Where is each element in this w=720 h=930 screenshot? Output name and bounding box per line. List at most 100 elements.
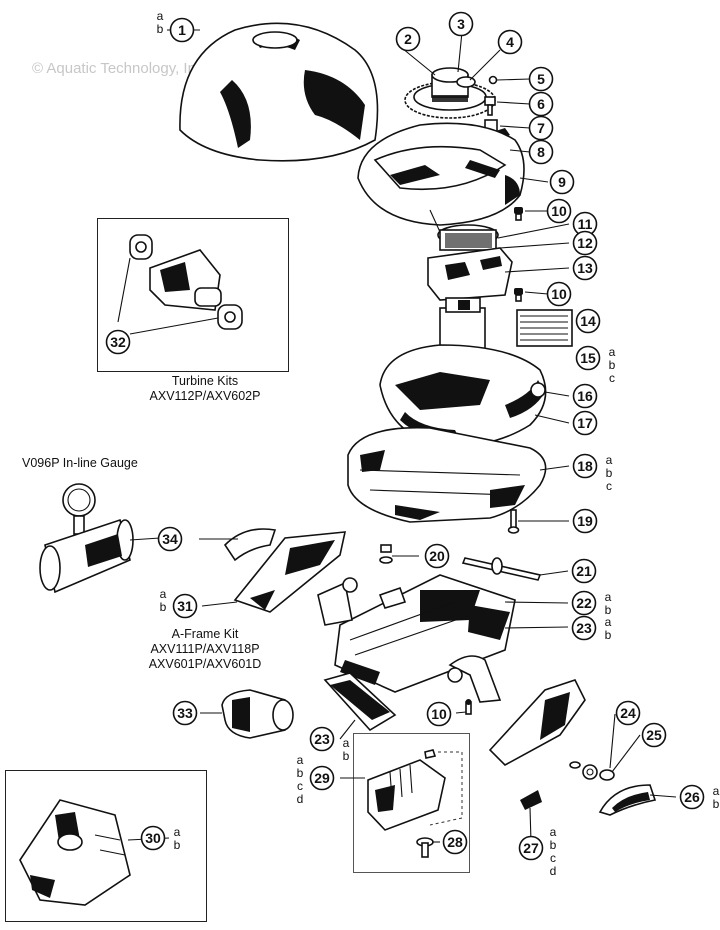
callout-number: 31 bbox=[177, 598, 193, 614]
callout-circle bbox=[448, 11, 474, 37]
callout-circle bbox=[172, 700, 198, 726]
callout-variant-letter: a bbox=[550, 825, 557, 839]
callout-variant-letter: a bbox=[713, 784, 720, 798]
callout-circle bbox=[528, 139, 554, 165]
callout-variant-letter: b bbox=[606, 466, 613, 480]
callout-circle bbox=[571, 615, 597, 641]
bolt-6 bbox=[484, 96, 496, 116]
callout-number: 3 bbox=[457, 16, 465, 32]
callout-circle bbox=[546, 198, 572, 224]
callout-10: 10 bbox=[426, 701, 452, 727]
callout-number: 18 bbox=[577, 458, 593, 474]
callout-number: 8 bbox=[537, 144, 545, 160]
screw-10-mid bbox=[514, 288, 523, 302]
callout-number: 22 bbox=[576, 595, 592, 611]
callout-circle bbox=[528, 91, 554, 117]
turbine-kit-inset bbox=[97, 218, 289, 372]
top-cover-part bbox=[179, 22, 379, 162]
callout-9: 9 bbox=[549, 169, 575, 195]
callout-33: 33 bbox=[172, 700, 198, 726]
callout-variant-letter: a bbox=[605, 590, 612, 604]
callout-8: 8 bbox=[528, 139, 554, 165]
callout-variant-letter: b bbox=[343, 749, 350, 763]
turbine-kit-caption-line-1: Turbine Kits bbox=[171, 374, 239, 388]
turbine-rotor-part bbox=[117, 234, 243, 335]
callout-variant-letter: b bbox=[157, 22, 164, 36]
callout-circle bbox=[442, 829, 468, 855]
callout-circle bbox=[528, 66, 554, 92]
aframe-kit-part bbox=[223, 528, 347, 613]
callout-number: 19 bbox=[577, 513, 593, 529]
callout-variant-letter: c bbox=[297, 779, 303, 793]
callout-number: 34 bbox=[162, 531, 178, 547]
callout-variant-letter: d bbox=[297, 792, 304, 806]
base-plate-part bbox=[347, 426, 547, 523]
callout-number: 11 bbox=[578, 216, 593, 232]
callout-7: 7 bbox=[528, 115, 554, 141]
callout-14: 14 bbox=[575, 308, 601, 334]
callout-34: 34 bbox=[157, 526, 183, 552]
callout-10: 10 bbox=[546, 198, 572, 224]
hose-cuff-part bbox=[200, 689, 294, 739]
callout-variant-letter: b bbox=[605, 603, 612, 617]
callout-number: 12 bbox=[577, 235, 593, 251]
gearbox-housing-part bbox=[357, 122, 525, 233]
main-body-part bbox=[379, 344, 547, 447]
callout-21: 21 bbox=[571, 558, 597, 584]
callout-variant-letter: c bbox=[609, 371, 615, 385]
callout-variant-letter: c bbox=[550, 851, 556, 865]
aframe-right-part bbox=[447, 655, 586, 766]
aframe-kit-caption: A-Frame Kit AXV111P/AXV118P AXV601P/AXV6… bbox=[135, 627, 275, 672]
callout-variant-letter: a bbox=[157, 9, 164, 23]
callout-variant-letter: d bbox=[550, 864, 557, 878]
callout-circle bbox=[140, 825, 166, 851]
callout-circle bbox=[575, 308, 601, 334]
callout-circle bbox=[157, 526, 183, 552]
callout-circle bbox=[528, 115, 554, 141]
callout-variant-letter: a bbox=[174, 825, 181, 839]
screw-19 bbox=[507, 509, 520, 534]
callout-circle bbox=[615, 700, 641, 726]
callout-variant-letter: b bbox=[160, 600, 167, 614]
copyright-watermark: © Aquatic Technology, Inc. bbox=[32, 60, 208, 77]
screw-10-top bbox=[514, 207, 523, 221]
callout-number: 2 bbox=[404, 31, 412, 47]
wing-26 bbox=[598, 784, 657, 816]
callout-variant-letter: c bbox=[606, 479, 612, 493]
screw-10-bottom bbox=[465, 699, 472, 715]
callout-variant-letter: b bbox=[713, 797, 720, 811]
callout-32: 32 bbox=[105, 329, 131, 355]
callout-28: 28 bbox=[442, 829, 468, 855]
callout-4: 4 bbox=[497, 29, 523, 55]
callout-5: 5 bbox=[528, 66, 554, 92]
callout-circle bbox=[172, 593, 198, 619]
callout-variant-letter: b bbox=[297, 766, 304, 780]
callout-circle bbox=[426, 701, 452, 727]
callout-circle bbox=[572, 383, 598, 409]
gear-assembly-part bbox=[404, 67, 496, 119]
callout-number: 23 bbox=[576, 620, 592, 636]
callout-number: 9 bbox=[558, 174, 566, 190]
callout-12: 12 bbox=[572, 230, 598, 256]
callout-16: 16 bbox=[572, 383, 598, 409]
callout-variant-letter: b bbox=[605, 628, 612, 642]
callout-variant-letter: b bbox=[174, 838, 181, 852]
callout-circle bbox=[518, 835, 544, 861]
washer-24 bbox=[569, 761, 598, 780]
callout-number: 27 bbox=[523, 840, 539, 856]
aframe-kit-caption-line-3: AXV601P/AXV601D bbox=[148, 657, 262, 671]
turbine-kit-caption: Turbine Kits AXV112P/AXV602P bbox=[120, 374, 290, 404]
callout-variant-letter: b bbox=[609, 358, 616, 372]
callout-number: 14 bbox=[580, 313, 596, 329]
callout-11: 11 bbox=[572, 211, 598, 237]
callout-24: 24 bbox=[615, 700, 641, 726]
axle-part bbox=[461, 557, 542, 581]
